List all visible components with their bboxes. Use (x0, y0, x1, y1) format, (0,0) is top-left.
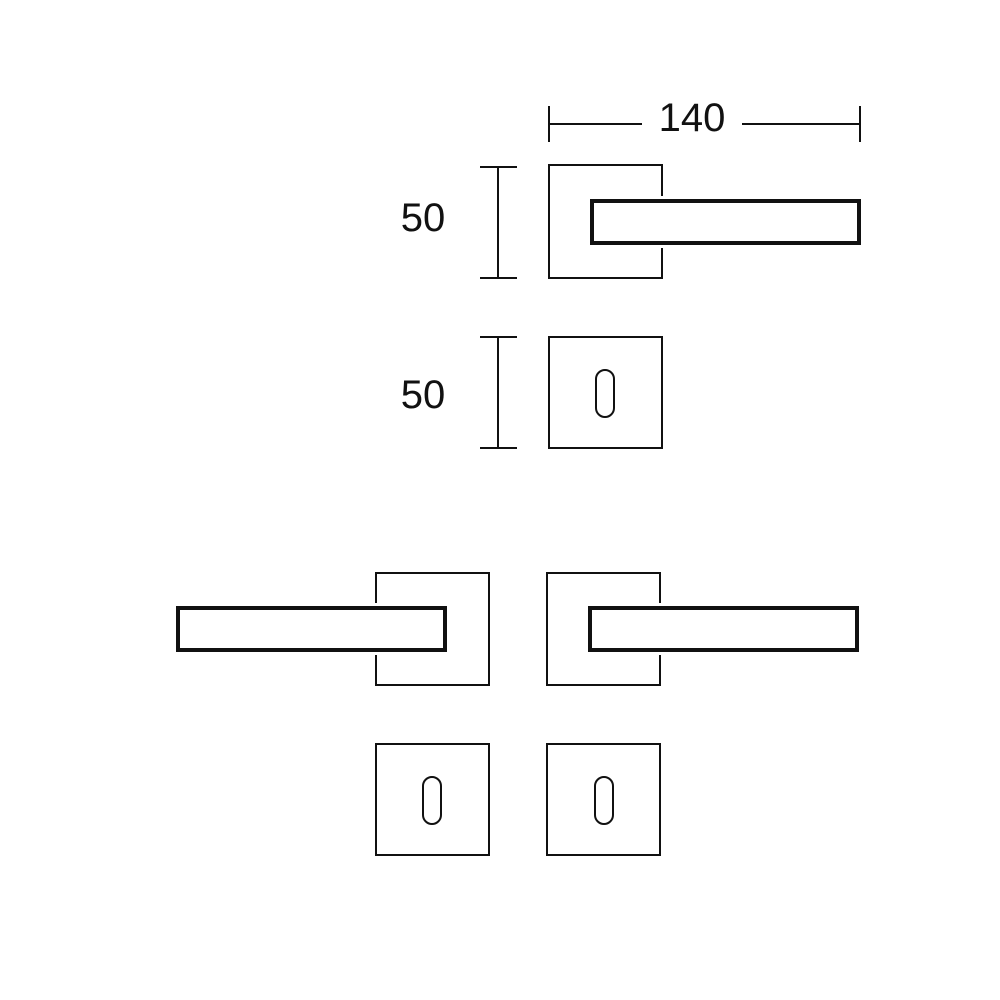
keyhole-rose-right (546, 743, 661, 856)
dimension-width (548, 106, 861, 142)
dimension-height-2 (480, 336, 517, 449)
handle-left (173, 572, 490, 686)
dimension-height-1 (480, 166, 517, 279)
dimension-height-2-label: 50 (401, 373, 446, 417)
dimension-width-label: 140 (659, 96, 726, 140)
handle-right (546, 572, 862, 686)
dimension-height-1-label: 50 (401, 196, 446, 240)
keyhole-rose-top (548, 336, 663, 449)
keyhole-rose-left (375, 743, 490, 856)
handle-top (548, 164, 864, 279)
